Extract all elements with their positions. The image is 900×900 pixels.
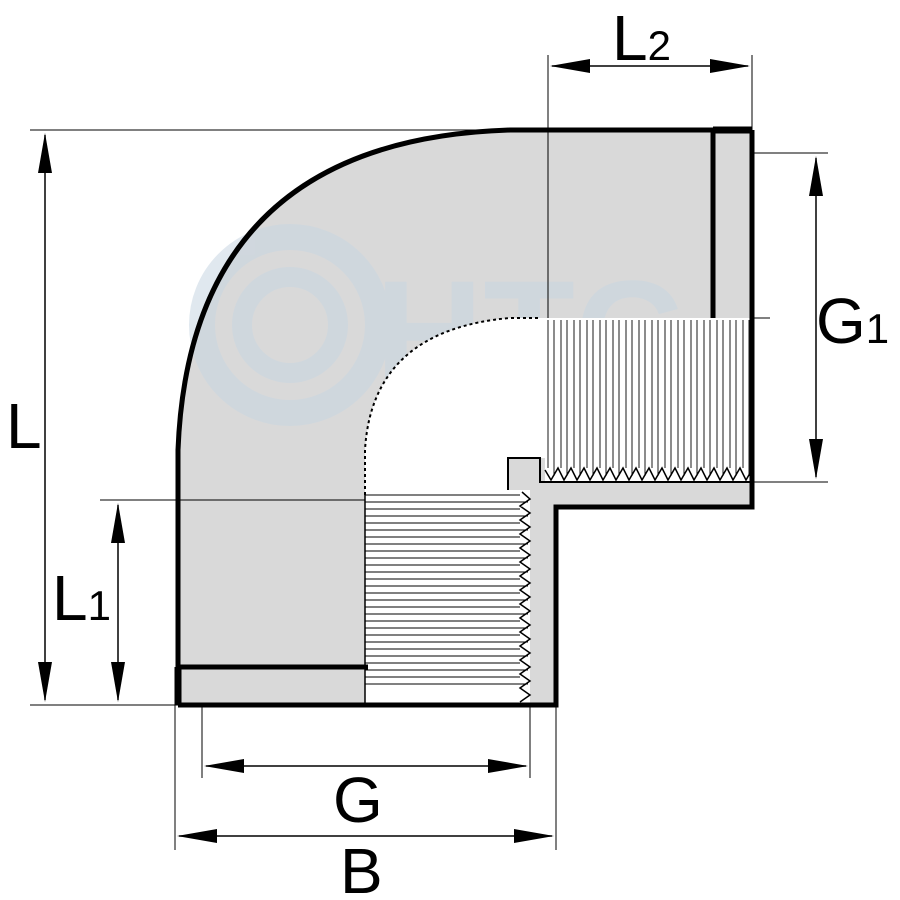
cavity-step <box>507 457 752 490</box>
label-L: L <box>6 390 42 462</box>
bottom-port-thread <box>365 491 532 703</box>
fitting-outline <box>175 127 752 705</box>
fitting-outline-right <box>178 130 755 708</box>
label-L1: L1 <box>52 562 111 634</box>
thread-profile <box>544 466 754 482</box>
label-G1: G1 <box>816 285 889 357</box>
label-G: G <box>333 764 383 836</box>
side-port-thread <box>544 320 754 482</box>
dimension-lines <box>38 59 823 843</box>
thread-profile <box>518 491 532 703</box>
watermark-circle-icon <box>189 224 391 426</box>
inner-bore <box>365 318 752 705</box>
label-B: B <box>340 835 383 900</box>
label-L2: L2 <box>612 2 671 74</box>
bore-edge-line <box>364 317 540 495</box>
extension-lines <box>30 55 828 850</box>
